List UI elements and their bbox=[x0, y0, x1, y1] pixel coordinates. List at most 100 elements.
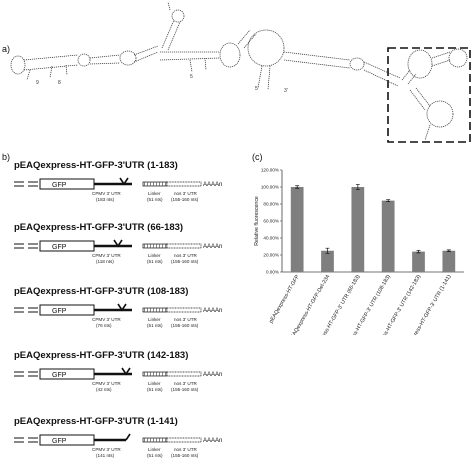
x-tick-label: pEAQexpress-HT-GFP-3' UTR (1-141) bbox=[401, 274, 452, 335]
svg-text:8: 8 bbox=[58, 80, 61, 86]
y-tick-label: 80.00% bbox=[263, 202, 279, 207]
linker-length: (51 nts) bbox=[147, 259, 163, 264]
y-tick-label: 0.00% bbox=[266, 270, 279, 275]
cpmv-label: CPMV 3' UTR bbox=[92, 191, 121, 196]
rna-secondary-structure: 5' 3' 9 8 5 bbox=[10, 1, 471, 143]
svg-text:5': 5' bbox=[255, 86, 259, 92]
vector-backbone bbox=[14, 437, 38, 443]
gfp-label: GFP bbox=[52, 308, 67, 315]
nos-length: (155-160 nts) bbox=[171, 387, 199, 392]
linker-segment bbox=[142, 371, 168, 377]
linker-length: (51 nts) bbox=[147, 323, 163, 328]
cpmv-label: CPMV 3' UTR bbox=[92, 317, 121, 322]
polya-tail: AAAAn bbox=[203, 372, 222, 378]
y-tick-label: 20.00% bbox=[263, 253, 279, 258]
svg-text:3': 3' bbox=[284, 88, 288, 94]
linker-label: Linker bbox=[148, 253, 161, 258]
gfp-label: GFP bbox=[52, 372, 67, 379]
vector-backbone bbox=[14, 371, 38, 377]
gfp-box bbox=[39, 368, 95, 380]
x-tick-label: pEAQexpress-HT-GFP-3' UTR (66-183) bbox=[309, 274, 362, 335]
svg-text:9: 9 bbox=[36, 80, 39, 86]
construct-title: pEAQexpress-HT-GFP-3'UTR (142-183) bbox=[14, 350, 189, 361]
vector-backbone bbox=[14, 243, 38, 249]
linker-segment bbox=[142, 181, 168, 187]
bar bbox=[351, 187, 365, 272]
nos-length: (155-160 nts) bbox=[171, 323, 199, 328]
error-bar bbox=[446, 249, 451, 252]
construct-title: pEAQexpress-HT-GFP-3'UTR (1-183) bbox=[14, 160, 178, 171]
nos-label: nos 3' UTR bbox=[174, 381, 198, 386]
utr-stem-loop bbox=[117, 303, 127, 312]
error-bar bbox=[386, 199, 391, 202]
bar bbox=[381, 200, 395, 272]
gfp-box bbox=[39, 240, 95, 252]
nos-label: nos 3' UTR bbox=[174, 447, 198, 452]
nos-utr-segment bbox=[166, 243, 202, 249]
cpmv-length: (118 nts) bbox=[96, 259, 114, 264]
linker-segment bbox=[142, 243, 168, 249]
vector-backbone bbox=[14, 307, 38, 313]
gfp-label: GFP bbox=[52, 438, 67, 445]
error-bar bbox=[325, 247, 330, 254]
polya-tail: AAAAn bbox=[203, 438, 222, 444]
error-bar bbox=[416, 249, 421, 254]
bar bbox=[412, 251, 425, 272]
panel-c-label: (c) bbox=[252, 152, 263, 162]
polya-tail: AAAAn bbox=[203, 244, 222, 250]
nos-length: (155-160 nts) bbox=[171, 259, 199, 264]
gfp-label: GFP bbox=[52, 244, 67, 251]
utr-stem-loop bbox=[121, 367, 131, 376]
bar bbox=[442, 250, 456, 272]
nos-length: (155-160 nts) bbox=[171, 197, 199, 202]
error-bar bbox=[355, 184, 360, 190]
utr-stem-loop bbox=[119, 177, 129, 186]
x-tick-label: pEAQexpress-HT-GFP bbox=[268, 274, 301, 325]
nos-utr-segment bbox=[166, 181, 202, 187]
nos-utr-segment bbox=[166, 371, 202, 377]
gfp-box bbox=[39, 434, 95, 446]
vector-backbone bbox=[14, 181, 38, 187]
y-tick-label: 40.00% bbox=[263, 236, 279, 241]
cpmv-length: (76 nts) bbox=[96, 323, 112, 328]
linker-length: (51 nts) bbox=[147, 453, 163, 458]
nos-utr-segment bbox=[166, 307, 202, 313]
bar bbox=[321, 250, 334, 272]
y-axis-label: Relative fluorescence bbox=[254, 196, 260, 246]
gfp-label: GFP bbox=[52, 182, 67, 189]
linker-label: Linker bbox=[148, 191, 161, 196]
error-bar bbox=[295, 185, 300, 189]
x-tick-label: pEAQexpress-HT-GFP-3' UTR (108-183) bbox=[338, 274, 392, 335]
utr-stem-loop bbox=[113, 239, 123, 248]
cpmv-label: CPMV 3' UTR bbox=[92, 447, 121, 452]
linker-segment bbox=[142, 307, 168, 313]
cpmv-label: CPMV 3' UTR bbox=[92, 381, 121, 386]
svg-text:5: 5 bbox=[190, 74, 193, 80]
panel-a-label: a) bbox=[2, 44, 11, 54]
linker-length: (51 nts) bbox=[147, 387, 163, 392]
linker-segment bbox=[142, 437, 168, 443]
cpmv-length: (183 nts) bbox=[96, 197, 115, 202]
nos-label: nos 3' UTR bbox=[174, 253, 198, 258]
cpmv-label: CPMV 3' UTR bbox=[92, 253, 121, 258]
cpmv-length: (42 nts) bbox=[96, 387, 112, 392]
construct-title: pEAQexpress-HT-GFP-3'UTR (108-183) bbox=[14, 286, 189, 297]
polya-tail: AAAAn bbox=[203, 182, 222, 188]
bar bbox=[290, 187, 304, 272]
x-tick-label: pEAQexpress-HT-GFP-3' UTR (142-183) bbox=[368, 274, 422, 335]
cpmv-length: (141 nts) bbox=[96, 453, 115, 458]
linker-label: Linker bbox=[148, 317, 161, 322]
nos-label: nos 3' UTR bbox=[174, 191, 198, 196]
construct-title: pEAQexpress-HT-GFP-3'UTR (1-141) bbox=[14, 416, 178, 427]
linker-label: Linker bbox=[148, 381, 161, 386]
gfp-box bbox=[39, 304, 95, 316]
utr-stem-loop bbox=[125, 433, 131, 441]
y-tick-label: 100.00% bbox=[261, 185, 279, 190]
nos-length: (155-160 nts) bbox=[171, 453, 199, 458]
relative-fluorescence-chart: 0.00%20.00%40.00%60.00%80.00%100.00%120.… bbox=[254, 168, 464, 335]
panel-b-label: b) bbox=[2, 152, 11, 162]
linker-label: Linker bbox=[148, 447, 161, 452]
